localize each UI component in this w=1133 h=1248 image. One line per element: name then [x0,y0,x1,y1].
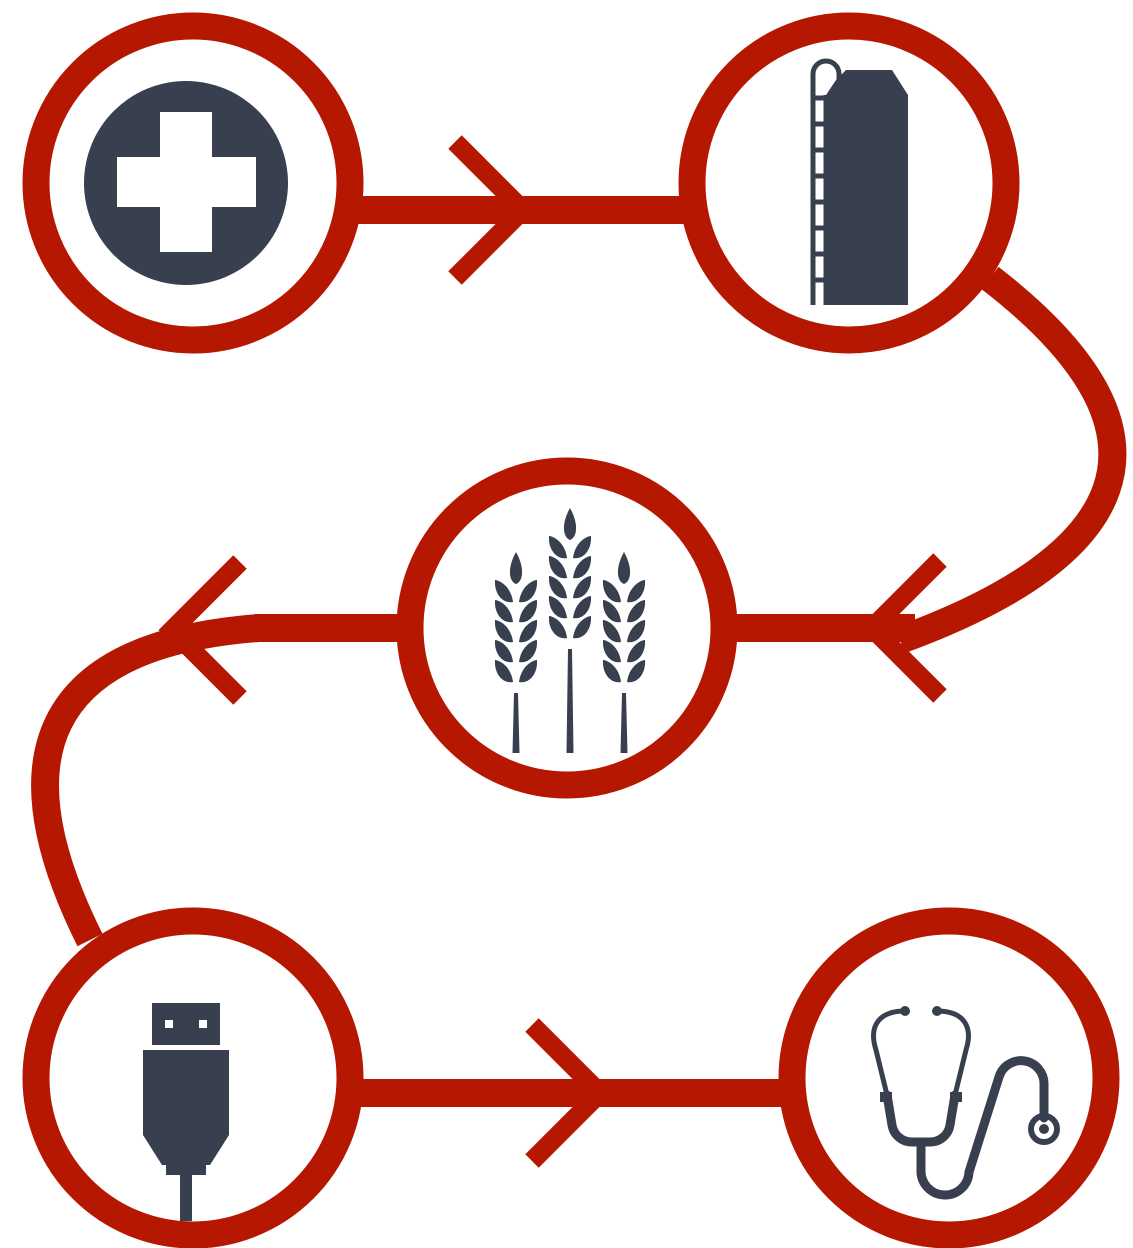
node-circle-5 [778,907,1120,1248]
arrow-left-icon [858,553,947,703]
usb-plug-icon [143,1003,229,1221]
connector-2-to-3 [895,266,1127,654]
arrow-right-icon [525,1018,614,1168]
grain-silo-icon [810,58,908,305]
wheat-icon [494,508,646,753]
arrow-left-icon [158,555,247,705]
stethoscope-icon [871,1006,1060,1200]
arrowheads [158,135,947,1168]
arrow-right-icon [448,135,537,285]
node-circle-3 [396,457,738,799]
medical-cross-icon [84,81,288,285]
